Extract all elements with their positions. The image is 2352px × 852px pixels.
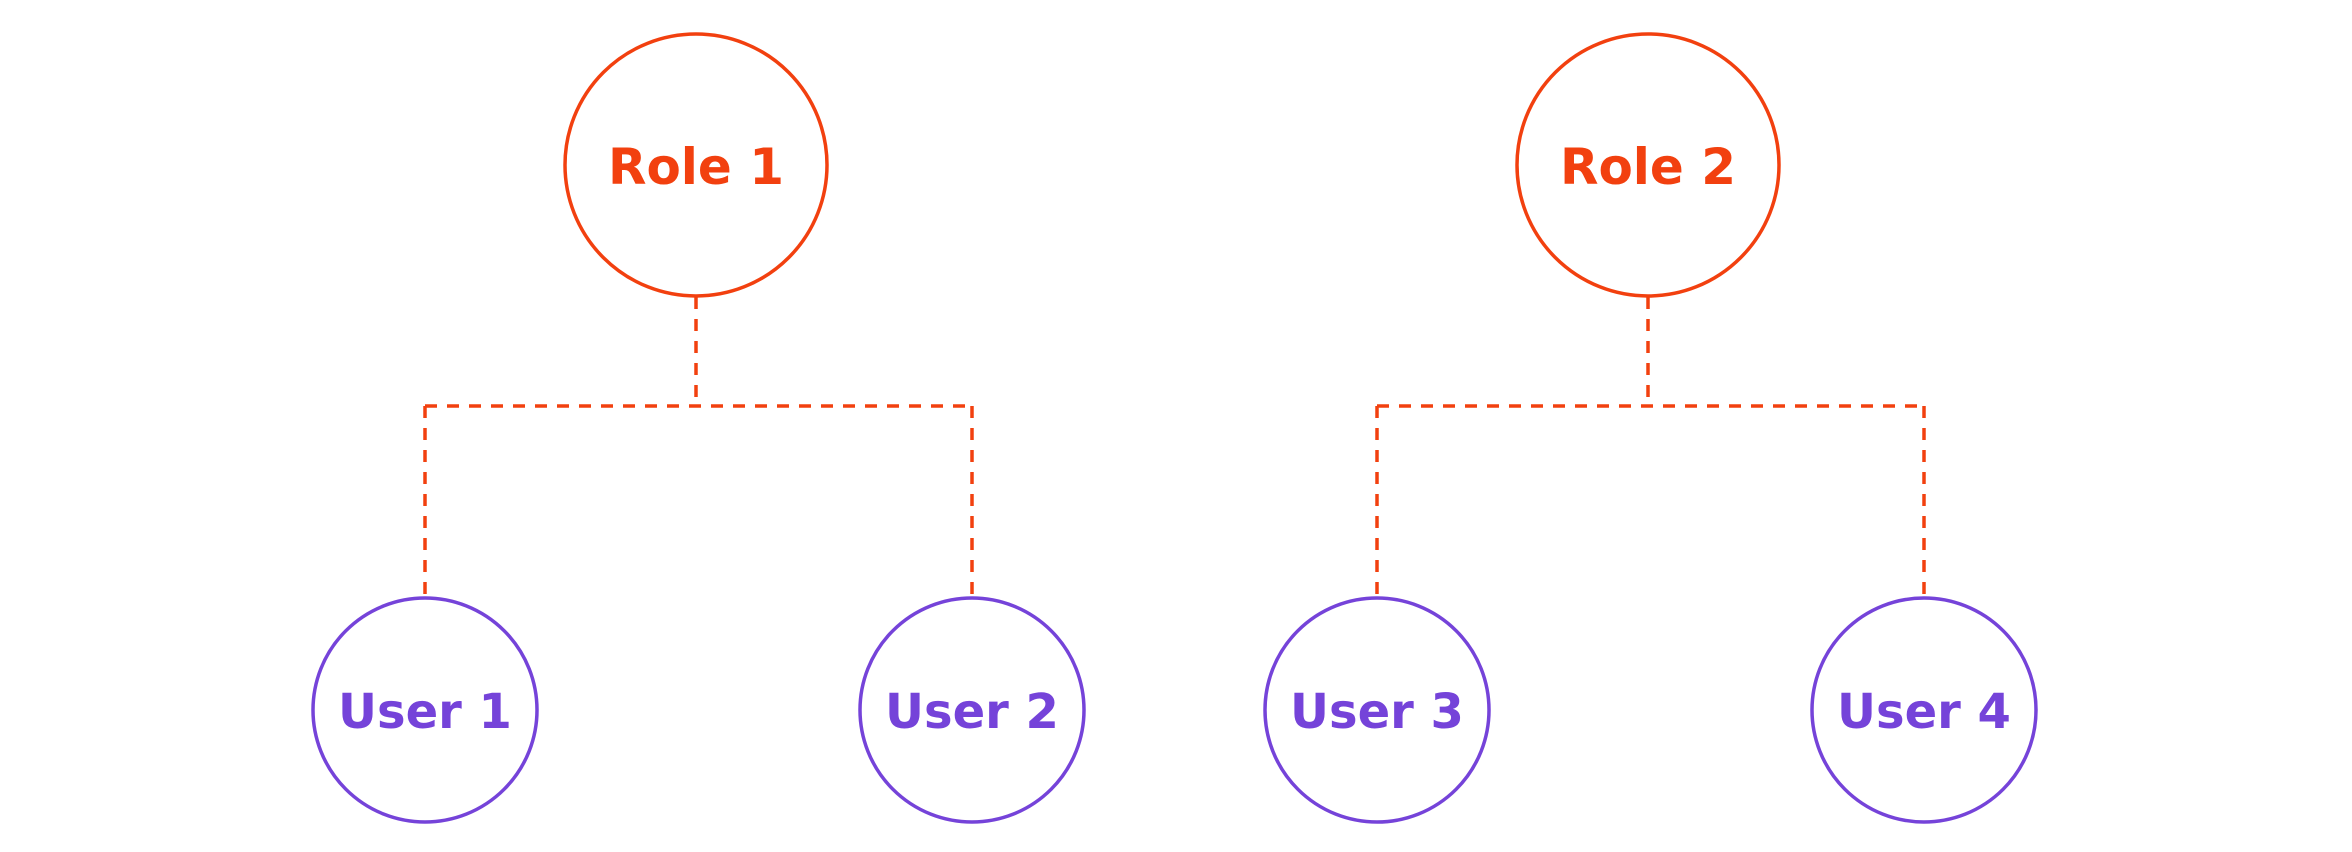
role-2-connectors xyxy=(1375,297,1926,598)
role-1-label: Role 1 xyxy=(608,138,784,196)
role-node-1: Role 1 xyxy=(563,32,829,298)
user-1-label: User 1 xyxy=(338,684,512,740)
role-1-circle xyxy=(563,32,829,298)
user-4-label: User 4 xyxy=(1837,684,2011,740)
role-node-2: Role 2 xyxy=(1515,32,1781,298)
user-node-2: User 2 xyxy=(858,596,1086,824)
user-1-circle xyxy=(311,596,539,824)
role-2-label: Role 2 xyxy=(1560,138,1736,196)
user-2-label: User 2 xyxy=(885,684,1059,740)
user-3-label: User 3 xyxy=(1290,684,1464,740)
role-1-connectors xyxy=(423,297,974,598)
user-3-circle xyxy=(1263,596,1491,824)
role-2-circle xyxy=(1515,32,1781,298)
user-node-3: User 3 xyxy=(1263,596,1491,824)
user-node-4: User 4 xyxy=(1810,596,2038,824)
user-2-circle xyxy=(858,596,1086,824)
user-node-1: User 1 xyxy=(311,596,539,824)
user-4-circle xyxy=(1810,596,2038,824)
